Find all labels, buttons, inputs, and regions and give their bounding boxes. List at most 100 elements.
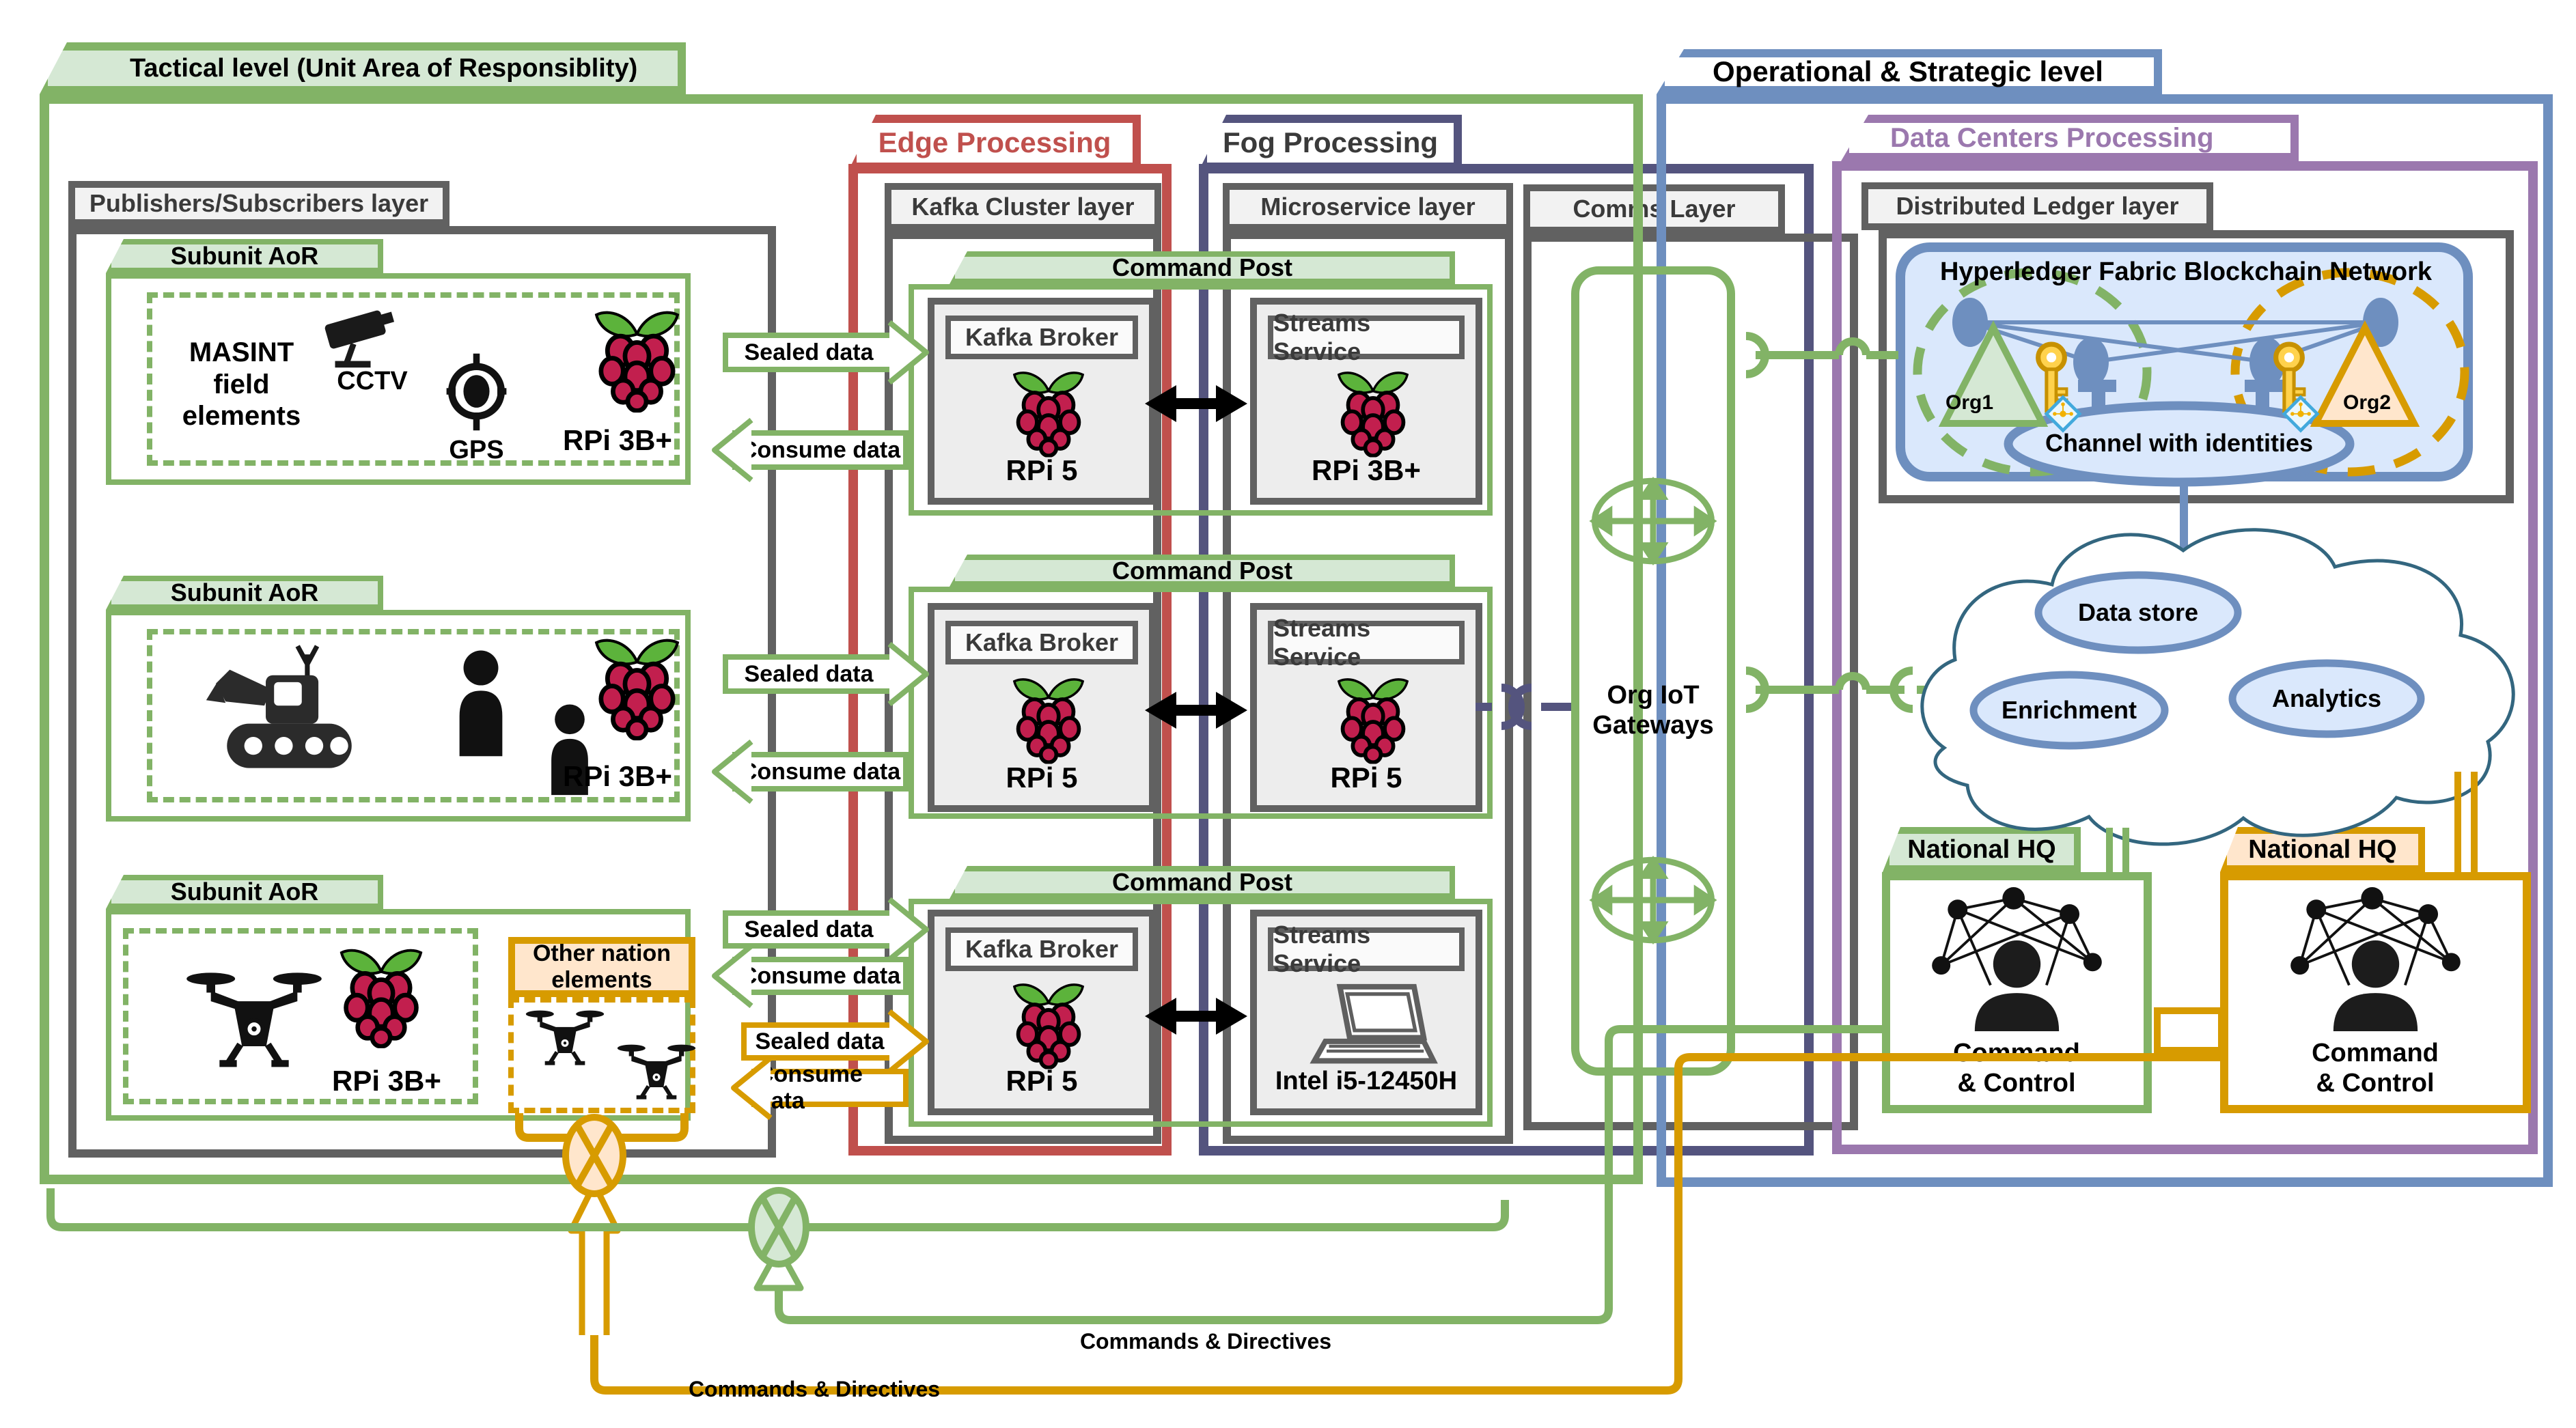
sealed-arrowhead2 — [887, 641, 929, 707]
other-nation-bracket — [515, 1113, 689, 1142]
laptop-icon — [1305, 981, 1441, 1068]
commands-orange-arrow — [568, 1181, 621, 1335]
consume-data-flow-other-nation: Consume data — [751, 1061, 909, 1114]
commands-directives-orange-label: Commands & Directives — [688, 1377, 941, 1402]
cloud-hq-green-link — [2106, 828, 2129, 876]
kafka-broker2-title: Kafka Broker — [945, 621, 1138, 664]
other-nation-dashed-area — [508, 997, 695, 1113]
other-nation-label: Other nation elements — [532, 940, 671, 993]
kafka-layer-label: Kafka Cluster layer — [911, 193, 1135, 221]
gps-label: GPS — [449, 435, 504, 464]
command-post3-label: Command Post — [1111, 868, 1293, 897]
streams-service1-box: Streams Service RPi 3B+ — [1250, 298, 1482, 505]
subunit2-box — [106, 610, 691, 822]
kafka-broker1-title: Kafka Broker — [945, 316, 1138, 359]
consume-data-flow1: Consume data — [732, 430, 909, 470]
operational-level-label: Operational & Strategic level — [1713, 55, 2103, 87]
microservice-layer-label: Microservice layer — [1260, 193, 1476, 221]
kafka-broker1-hw: RPi 5 — [1006, 454, 1078, 486]
national-hq-green-box — [1882, 872, 2152, 1113]
org1-label: Org1 — [1945, 391, 1994, 414]
blockchain-title: Hyperledger Fabric Blockchain Network — [1939, 257, 2433, 286]
edge-processing-label: Edge Processing — [878, 126, 1111, 158]
sealed-data-flow-other-nation: Sealed data — [741, 1022, 898, 1061]
kafka-broker2-box: Kafka Broker RPi 5 — [928, 603, 1156, 812]
kafka-layer-header: Kafka Cluster layer — [885, 183, 1161, 231]
commands-green-arrow — [753, 1245, 804, 1291]
enrichment-label: Enrichment — [2001, 696, 2137, 725]
streams-service2-hw: RPi 5 — [1330, 761, 1402, 794]
command-post2-label: Command Post — [1111, 556, 1293, 585]
ledger-layer-header: Distributed Ledger layer — [1861, 182, 2213, 230]
sealed-data-flow1: Sealed data — [723, 333, 895, 372]
org1-zone — [1913, 268, 2152, 477]
org-iot-gateways-box — [1571, 266, 1735, 1076]
org2-triangle — [2310, 320, 2420, 427]
analytics-ellipse — [2228, 659, 2425, 738]
consume-arrowhead3 — [712, 943, 753, 1009]
other-nation-box: Other nation elements — [508, 937, 695, 997]
subunit1-title: Subunit AoR — [170, 242, 319, 270]
subunit2-dashed-area — [147, 629, 680, 802]
peer-links — [1969, 320, 2381, 364]
command-post3-tab: Command Post — [950, 866, 1455, 899]
streams-service3-hw: Intel i5-12450H — [1275, 1066, 1458, 1095]
publishers-layer-label: Publishers/Subscribers layer — [89, 189, 429, 217]
commands-orange-path — [590, 1053, 2224, 1395]
subunit3-tab: Subunit AoR — [106, 875, 383, 909]
ledger-layer-box — [1879, 230, 2514, 503]
sealed-data-flow2: Sealed data — [723, 654, 895, 694]
channel-label: Channel with identities — [2045, 429, 2314, 458]
tactical-level-label: Tactical level (Unit Area of Responsibli… — [130, 53, 638, 83]
masint-label: MASINT field elements — [182, 337, 301, 432]
command-post1-box — [909, 284, 1493, 516]
command-post3-box — [909, 899, 1493, 1127]
consume-arrowhead2 — [712, 739, 753, 804]
gps-icon — [437, 350, 516, 434]
analytics-label: Analytics — [2271, 684, 2382, 713]
subunit1-dashed-area — [147, 292, 680, 466]
sealed-arrowhead1 — [887, 320, 929, 385]
publishers-layer-header: Publishers/Subscribers layer — [68, 181, 449, 226]
operational-level-tab: Operational & Strategic level — [1657, 49, 2162, 94]
channel-ellipse — [2004, 401, 2355, 487]
fog-gateway-link — [1476, 684, 1571, 730]
subunit3-device-label: RPi 3B+ — [332, 1064, 441, 1097]
consume-arrowhead1 — [712, 417, 753, 483]
consume-arrowhead-other — [731, 1055, 773, 1121]
kafka-broker3-title: Kafka Broker — [945, 927, 1138, 971]
subunit1-device-label: RPi 3B+ — [563, 423, 672, 456]
hq-orange-c2-label: Command & Control — [2312, 1038, 2439, 1097]
org2-label: Org2 — [2342, 391, 2392, 414]
cctv-camera-icon — [311, 299, 413, 372]
streams-service2-box: Streams Service RPi 5 — [1250, 603, 1482, 812]
subunit3-dashed-area — [123, 928, 478, 1104]
national-hq-orange-box — [2220, 872, 2531, 1113]
cloud-services — [1969, 571, 2425, 750]
ledger-layer-label: Distributed Ledger layer — [1896, 192, 2179, 220]
kafka-broker3-box: Kafka Broker RPi 5 — [928, 910, 1156, 1115]
sealed-data-flow3: Sealed data — [723, 910, 895, 949]
data-centers-tab: Data Centers Processing — [1841, 115, 2299, 161]
command-post1-label: Command Post — [1111, 253, 1293, 282]
operational-level-box — [1657, 94, 2553, 1187]
command-post2-tab: Command Post — [950, 555, 1455, 587]
hq-green-c2-label: Command & Control — [1953, 1038, 2080, 1097]
commands-directives-green-label: Commands & Directives — [1079, 1329, 1332, 1354]
microservice-layer-header: Microservice layer — [1223, 183, 1513, 231]
org-iot-gateways-label: Org IoT Gateways — [1592, 680, 1714, 740]
fog-processing-label: Fog Processing — [1222, 126, 1439, 158]
gateway-cloud-link — [1745, 667, 1948, 713]
national-hq-orange-label: National HQ — [2248, 835, 2397, 864]
cloud-hq-orange-link — [2454, 772, 2478, 876]
excavator-icon — [202, 641, 376, 789]
comms-layer-header: Comms Layer — [1523, 184, 1785, 234]
streams-service1-hw: RPi 3B+ — [1312, 454, 1421, 486]
national-hq-green-tab: National HQ — [1883, 827, 2081, 872]
kafka-broker2-hw: RPi 5 — [1006, 761, 1078, 794]
commands-green-path — [775, 1025, 1883, 1324]
org2-zone — [2230, 268, 2469, 477]
consume-data-flow3: Consume data — [732, 957, 909, 995]
crypto-junction-green — [748, 1187, 809, 1268]
